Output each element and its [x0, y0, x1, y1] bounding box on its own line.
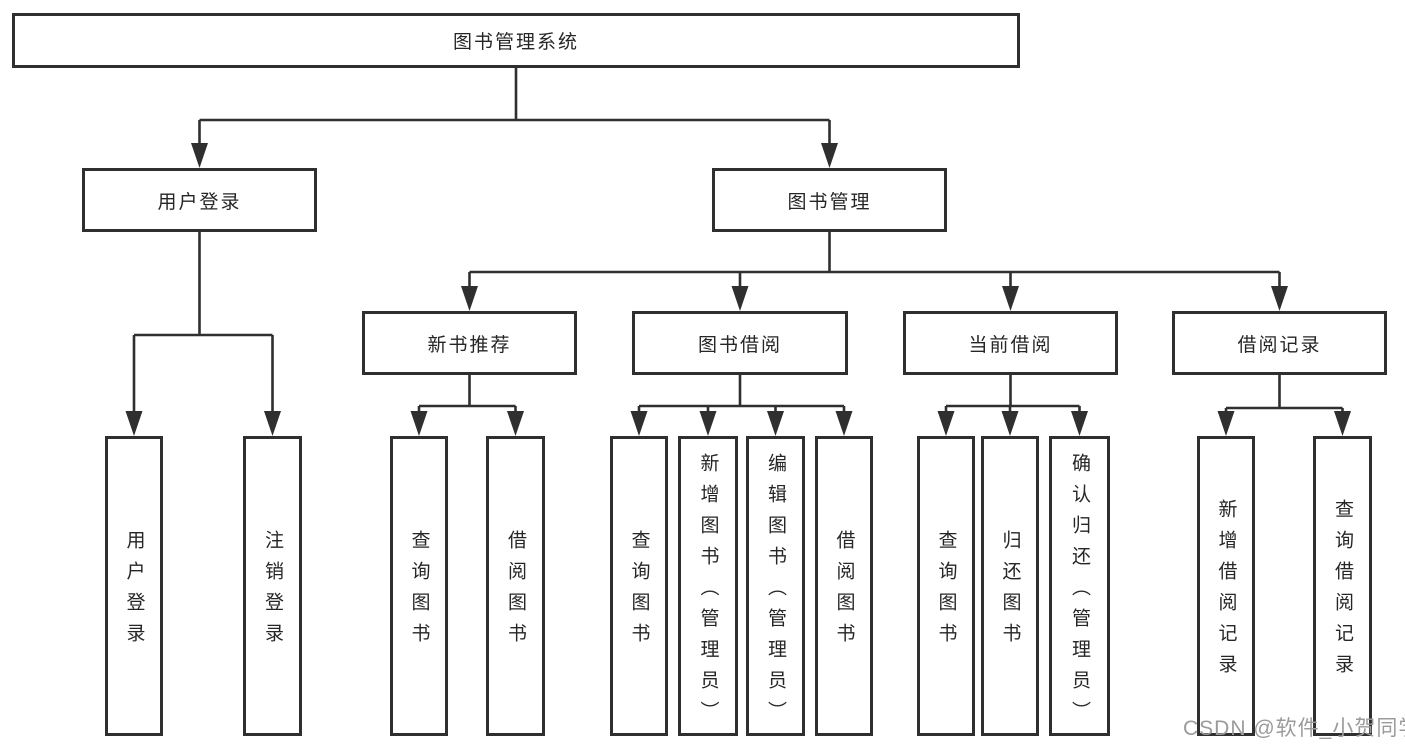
node-borrow-records: 借阅记录 [1172, 311, 1387, 375]
node-book-management: 图书管理 [712, 168, 947, 232]
leaf-logout: 注销登录 [243, 436, 302, 736]
leaf-label: 注销登录 [262, 530, 283, 654]
leaf-borrow-borrow-book: 借阅图书 [815, 436, 873, 736]
node-user-login: 用户登录 [82, 168, 317, 232]
leaf-label: 新增借阅记录 [1215, 499, 1237, 685]
node-book-borrow: 图书借阅 [632, 311, 848, 375]
leaf-current-query-book: 查询图书 [917, 436, 975, 736]
leaf-label: 查询图书 [408, 530, 430, 654]
leaf-user-login: 用户登录 [105, 436, 163, 736]
leaf-recommend-query-book: 查询图书 [390, 436, 448, 736]
csdn-watermark: CSDN @软件_小贺同学 [1183, 717, 1405, 740]
leaf-label: 查询图书 [628, 530, 650, 654]
leaf-label: 查询借阅记录 [1332, 499, 1353, 685]
leaf-records-query-record: 查询借阅记录 [1313, 436, 1372, 736]
node-root: 图书管理系统 [12, 13, 1020, 68]
leaf-recommend-borrow-book: 借阅图书 [486, 436, 545, 736]
leaf-borrow-edit-book-admin: 编辑图书（管理员） [746, 436, 805, 736]
leaf-borrow-query-book: 查询图书 [610, 436, 668, 736]
leaf-label: 用户登录 [123, 530, 145, 654]
leaf-label: 新增图书（管理员） [697, 452, 719, 732]
leaf-label: 借阅图书 [833, 530, 855, 654]
leaf-label: 确认归还（管理员） [1069, 452, 1090, 732]
leaf-label: 借阅图书 [505, 530, 526, 654]
leaf-current-confirm-return-admin: 确认归还（管理员） [1049, 436, 1110, 736]
node-current-borrow: 当前借阅 [903, 311, 1118, 375]
leaf-current-return-book: 归还图书 [981, 436, 1039, 736]
leaf-label: 查询图书 [935, 530, 957, 654]
arrowheads [125, 143, 1351, 436]
node-new-book-recommend: 新书推荐 [362, 311, 577, 375]
leaf-label: 归还图书 [999, 530, 1021, 654]
leaf-borrow-add-book-admin: 新增图书（管理员） [678, 436, 738, 736]
leaf-label: 编辑图书（管理员） [765, 452, 786, 732]
leaf-records-add-record: 新增借阅记录 [1197, 436, 1255, 736]
